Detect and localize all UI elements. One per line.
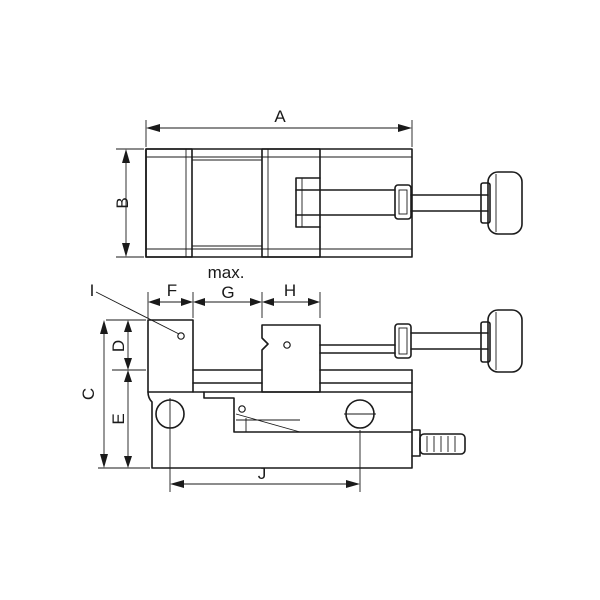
label-b: B [113, 197, 132, 208]
top-view-nut [394, 184, 412, 220]
side-view-movable-jaw-hole [283, 341, 291, 349]
side-view-fixed-jaw-hole [177, 332, 185, 340]
dimension-a: A [145, 107, 413, 147]
dimension-c: C [79, 320, 150, 469]
label-f: F [167, 281, 177, 300]
top-view [145, 148, 523, 258]
label-g: G [221, 283, 234, 302]
dimension-f: F [147, 281, 194, 318]
dimension-j: J [169, 430, 361, 492]
side-view-knob-collar [480, 321, 491, 363]
dimension-b: B [113, 148, 144, 258]
side-view-nut [394, 323, 412, 359]
label-i: I [90, 281, 95, 300]
dimension-i: I [90, 281, 180, 335]
label-d: D [109, 340, 128, 352]
top-view-movable-jaw [261, 148, 321, 258]
dimension-e: E [109, 370, 132, 468]
side-view-shaft-collar [411, 429, 421, 457]
side-view-pin-hole [238, 405, 246, 413]
label-j: J [258, 464, 267, 483]
top-view-slot [295, 177, 321, 228]
side-view-base [147, 391, 413, 469]
label-h: H [284, 281, 296, 300]
side-view [147, 309, 523, 469]
dimension-h: H [262, 281, 321, 318]
dimension-g: max. G [193, 263, 263, 318]
side-view-base-step [203, 391, 413, 433]
side-view-knob [487, 309, 523, 373]
label-max: max. [208, 263, 245, 282]
label-e: E [109, 413, 128, 424]
label-a: A [274, 107, 286, 126]
top-view-knob [487, 171, 523, 235]
top-view-fixed-jaw [145, 148, 193, 258]
dimension-d: D [106, 319, 146, 371]
side-view-shaft [419, 433, 466, 455]
label-c: C [79, 388, 98, 400]
side-view-fixed-jaw [147, 319, 194, 393]
side-view-movable-jaw [261, 324, 321, 393]
top-view-knob-collar [480, 182, 491, 224]
